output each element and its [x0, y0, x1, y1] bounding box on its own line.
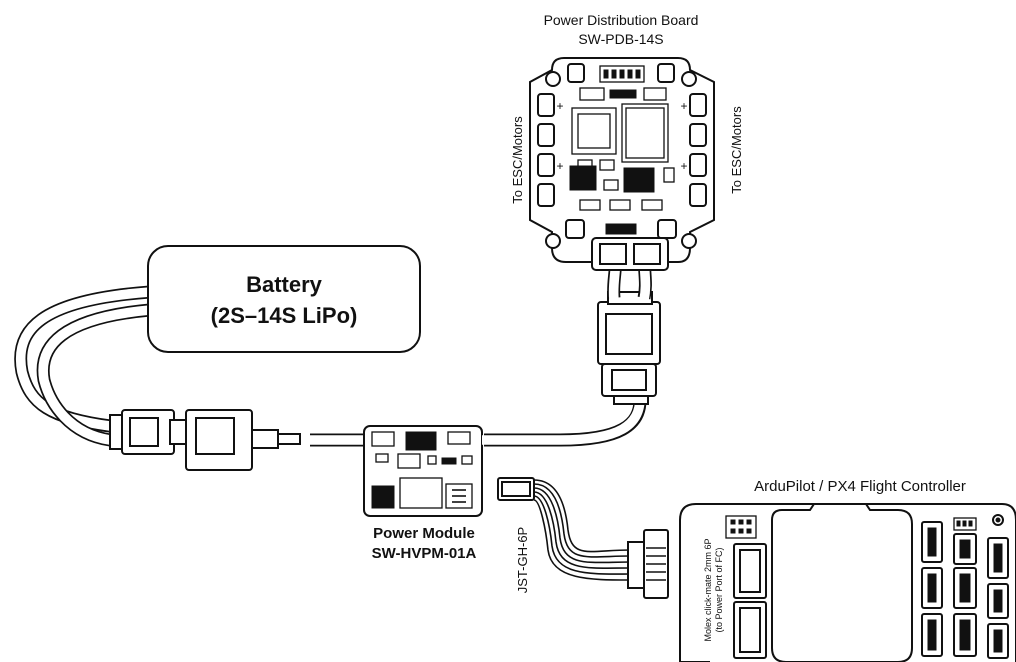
power-module: Power Module SW-HVPM-01A	[363, 425, 483, 562]
pdb-title: Power Distribution Board	[544, 12, 699, 28]
battery-label: Battery	[246, 272, 323, 297]
power-module-model: SW-HVPM-01A	[372, 545, 477, 562]
power-module-ic	[371, 485, 395, 509]
pdb-mount-hole	[681, 233, 697, 249]
fc-pin-header	[725, 515, 757, 539]
fc-port-label: Molex click-mate 2mm 6P	[703, 538, 713, 641]
xt-connector-pair	[109, 409, 301, 471]
jst-gh-label: JST-GH-6P	[515, 527, 530, 593]
xt-male-window	[129, 417, 159, 447]
fc-port-label-sub: (to Power Port of FC)	[714, 547, 724, 632]
pdb-mount-hole	[545, 233, 561, 249]
fc-cover	[771, 503, 913, 662]
pdb-mount-hole	[545, 71, 561, 87]
molex-plug	[627, 529, 669, 599]
pdb-ic	[569, 165, 597, 191]
power-module-label: Power Module	[373, 525, 475, 542]
battery-body	[147, 245, 421, 353]
xt-female-tail	[277, 433, 301, 445]
battery-leads	[14, 285, 151, 447]
flight-controller: ArduPilot / PX4 Flight Controller Molex …	[679, 478, 1016, 662]
battery-spec: (2S–14S LiPo)	[211, 303, 358, 328]
fc-title: ArduPilot / PX4 Flight Controller	[754, 478, 966, 495]
xt-female-window	[195, 417, 235, 455]
pdb-esc-label-right: To ESC/Motors	[729, 106, 744, 194]
power-module-shunt	[399, 477, 443, 509]
xt-male-pins	[169, 419, 187, 445]
svg-text:+: +	[680, 99, 687, 113]
pdb-ic	[623, 167, 655, 193]
pdb-mount-hole	[681, 71, 697, 87]
pdb-xt-connector	[597, 291, 661, 405]
fc-right-ports	[921, 514, 1009, 659]
svg-text:+: +	[556, 99, 563, 113]
xt-female-collar	[251, 429, 279, 449]
pdb-esc-label-left: To ESC/Motors	[510, 116, 525, 204]
battery: Battery (2S–14S LiPo)	[14, 245, 421, 447]
pdb-motor-pads	[537, 63, 707, 239]
jst-gh-cable: JST-GH-6P	[497, 477, 631, 593]
svg-text:+: +	[680, 159, 687, 173]
pdb-model: SW-PDB-14S	[578, 31, 663, 47]
svg-text:+: +	[556, 159, 563, 173]
pdb: Power Distribution Board SW-PDB-14S	[510, 12, 744, 271]
